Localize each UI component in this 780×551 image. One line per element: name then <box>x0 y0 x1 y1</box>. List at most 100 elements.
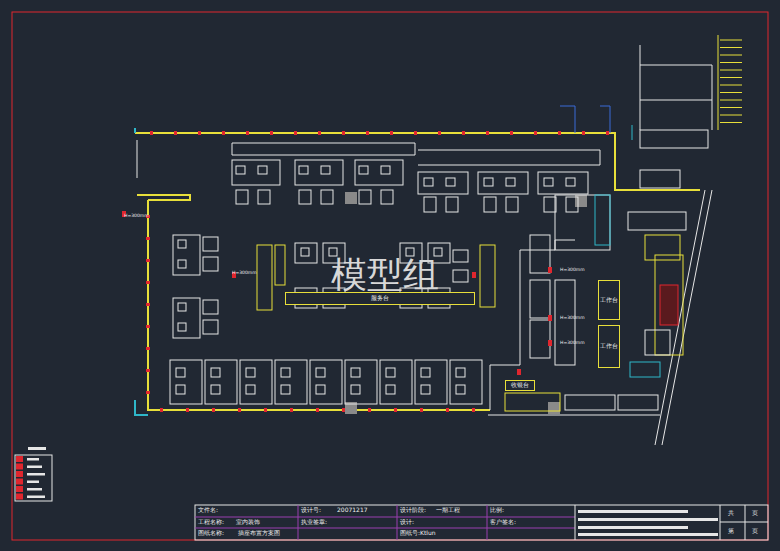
socket-symbol <box>246 131 249 135</box>
title-block-text: 设计: <box>400 519 414 525</box>
symbol-cell <box>16 456 23 462</box>
chair <box>246 385 255 394</box>
socket-symbol <box>270 131 273 135</box>
symbol-cell <box>16 464 23 470</box>
bar-counter <box>480 245 495 307</box>
chair <box>434 248 442 256</box>
title-block-text: 文件名: <box>198 507 218 513</box>
chair <box>176 368 185 377</box>
stair-step <box>720 100 742 101</box>
wall <box>640 45 641 130</box>
chair <box>329 248 337 256</box>
title-row <box>195 528 575 529</box>
chair <box>506 178 515 186</box>
equipment <box>645 330 670 355</box>
sheet-frame <box>12 12 768 540</box>
chair <box>203 300 218 314</box>
wall <box>640 65 712 130</box>
equipment <box>628 212 686 230</box>
title-block-text: 图纸号:Ktlun <box>400 530 436 536</box>
stair-step <box>720 55 742 56</box>
chair <box>544 197 556 212</box>
socket-symbol <box>222 131 225 135</box>
booth-table <box>170 360 202 404</box>
bar-counter <box>257 245 272 310</box>
column <box>345 192 357 204</box>
socket-symbol <box>146 259 150 262</box>
chair <box>236 190 248 204</box>
chair <box>203 237 218 251</box>
chair <box>456 368 465 377</box>
socket-symbol <box>186 408 189 412</box>
dimension-callout: H=300mm <box>560 268 585 273</box>
chair <box>456 385 465 394</box>
socket-symbol <box>462 131 465 135</box>
booth-table <box>450 360 482 404</box>
socket-symbol <box>160 408 163 412</box>
chair <box>211 385 220 394</box>
chair <box>178 240 186 248</box>
chair <box>359 166 368 174</box>
chair <box>321 190 333 204</box>
chair <box>176 385 185 394</box>
symbol-cell <box>16 494 23 500</box>
chair <box>281 385 290 394</box>
equipment-box: 工作台 <box>598 325 620 368</box>
equipment-box: 工作台 <box>598 280 620 320</box>
table <box>418 172 468 194</box>
chair <box>381 166 390 174</box>
dimension-callout: H=300mm <box>560 341 585 346</box>
title-block-text: 比例: <box>490 507 504 513</box>
socket-symbol <box>212 408 215 412</box>
chair <box>484 178 493 186</box>
title-column <box>298 505 299 540</box>
watermark: 模型组 <box>331 257 439 293</box>
box-label: 工作台 <box>600 343 618 350</box>
wall <box>490 240 575 410</box>
socket-symbol <box>606 131 609 135</box>
socket-symbol <box>264 408 267 412</box>
chair <box>544 178 553 186</box>
socket-symbol <box>368 408 371 412</box>
title-block-text: 执业签章: <box>301 519 327 525</box>
title-block-text: 第 <box>728 528 734 534</box>
stair-step <box>720 115 742 116</box>
signature-bar <box>578 510 688 513</box>
symbol-sample <box>27 473 45 476</box>
title-block-text: 20071217 <box>337 507 368 513</box>
signature-bar <box>578 526 688 529</box>
socket-symbol <box>548 315 552 321</box>
chair <box>566 197 578 212</box>
symbol-sample <box>27 466 42 469</box>
dimension-callout: H=300mm <box>232 271 257 276</box>
symbol-cell <box>16 471 23 477</box>
table <box>295 160 343 185</box>
box-label: 服务台 <box>371 295 389 302</box>
socket-symbol <box>558 131 561 135</box>
socket-symbol <box>472 408 475 412</box>
table <box>295 243 317 263</box>
title-column <box>487 505 488 540</box>
counter <box>555 195 610 250</box>
chair <box>281 368 290 377</box>
sink <box>565 395 615 410</box>
booth-table <box>415 360 447 404</box>
stair-step <box>720 85 742 86</box>
socket-symbol <box>198 131 201 135</box>
table <box>355 160 403 185</box>
chair <box>453 250 468 262</box>
counter <box>555 280 575 365</box>
socket-symbol <box>472 272 476 278</box>
socket-symbol <box>548 267 552 273</box>
title-block-text: 客户签名: <box>490 519 516 525</box>
equipment-box: 收银台 <box>505 380 535 391</box>
booth-table <box>240 360 272 404</box>
symbol-sample <box>27 488 42 491</box>
socket-symbol <box>146 369 150 372</box>
symbol-cell <box>16 486 23 492</box>
counter-edge <box>595 195 610 245</box>
chair <box>421 368 430 377</box>
chair <box>424 197 436 212</box>
chair <box>299 190 311 204</box>
chair <box>316 368 325 377</box>
